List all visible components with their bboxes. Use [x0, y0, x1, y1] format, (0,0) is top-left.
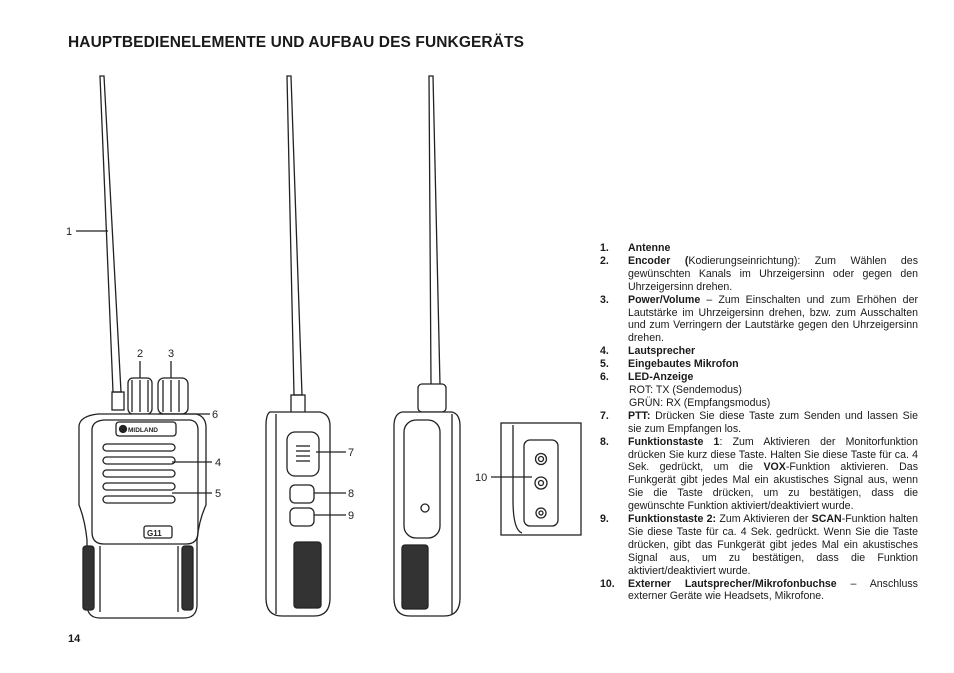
function-button-1	[289, 484, 315, 504]
list-item: 5. Eingebautes Mikrofon	[600, 358, 739, 371]
list-item: 4. Lautsprecher	[600, 345, 696, 358]
page-title: HAUPTBEDIENELEMENTE UND AUFBAU DES FUNKG…	[68, 34, 525, 51]
callout-7: 7	[348, 447, 354, 459]
list-item: 9. Funktionstaste 2: Zum Aktivieren der …	[600, 513, 919, 577]
page-number: 14	[68, 633, 81, 645]
list-item: 6. LED-Anzeige ROT: TX (Sendemodus) GRÜN…	[600, 371, 771, 409]
antenna-front	[99, 75, 122, 393]
list-item: 7. PTT: Drücken Sie diese Taste zum Send…	[600, 409, 918, 435]
antenna-back	[428, 75, 441, 386]
antenna-base	[417, 383, 447, 413]
logo-plate	[115, 421, 177, 437]
model-plate	[143, 525, 173, 539]
list-item: 2. Encoder (Kodierungseinrichtung): Zum …	[600, 254, 918, 293]
callout-8: 8	[348, 488, 354, 500]
list-item: 8. Funktionstaste 1: Zum Aktivieren der …	[600, 435, 918, 513]
brand-logo-text: MIDLAND	[128, 427, 158, 434]
antenna-side	[286, 75, 303, 396]
model-label: G11	[147, 529, 162, 538]
jack-speaker	[534, 452, 548, 466]
back-view	[393, 75, 461, 617]
ptt-button	[286, 431, 320, 477]
radio-body-front	[78, 413, 207, 619]
speaker-grille	[102, 443, 176, 504]
list-item: 10. Externer Lautsprecher/Mikrofonbuchse…	[600, 577, 918, 603]
list-item: 3. Power/Volume – Zum Einschalten und zu…	[600, 293, 918, 345]
callout-2: 2	[137, 348, 143, 360]
callout-1: 1	[66, 226, 72, 238]
front-view	[78, 75, 207, 619]
jack-detail-inset	[500, 422, 582, 536]
accessory-jack-cover	[403, 419, 441, 539]
callout-5: 5	[215, 488, 221, 500]
radio-diagram: 1 2 3 6 4 5 7 8 9 10 MIDLAND G11	[66, 75, 582, 619]
jack-mic	[534, 476, 548, 490]
side-view	[265, 75, 331, 617]
callout-4: 4	[215, 457, 221, 469]
list-item: 1. Antenne	[600, 242, 671, 254]
function-button-2	[289, 507, 315, 527]
callout-6: 6	[212, 409, 218, 421]
callout-3: 3	[168, 348, 174, 360]
callout-9: 9	[348, 510, 354, 522]
component-list: 1. Antenne 2. Encoder (Kodierungseinrich…	[600, 242, 918, 603]
callout-10: 10	[475, 472, 487, 484]
